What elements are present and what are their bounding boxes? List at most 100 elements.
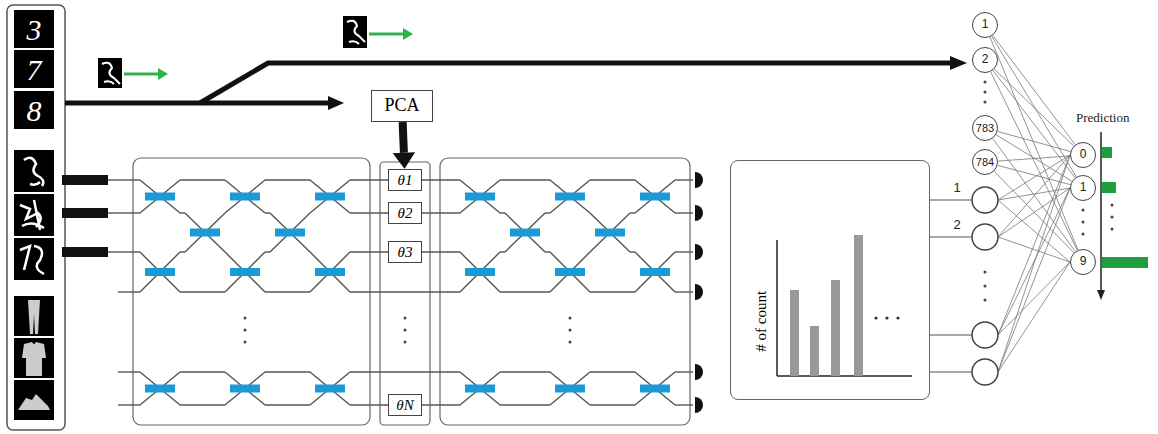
phase-shifter <box>640 193 670 201</box>
output-neuron: 9 <box>1070 249 1096 275</box>
waveguide <box>108 251 140 252</box>
phase-shifter <box>640 268 670 276</box>
connector-line <box>992 36 1077 177</box>
output-neuron: 0 <box>1070 142 1096 168</box>
connector-line <box>998 165 1071 184</box>
coupler <box>310 372 350 405</box>
coupler <box>635 180 675 213</box>
connector-line <box>994 69 1073 146</box>
phase-shifter <box>555 268 585 276</box>
histogram <box>777 235 912 376</box>
waveguide <box>675 251 693 252</box>
waveguide <box>500 404 550 405</box>
connector-line <box>993 139 1076 252</box>
dense-connection <box>994 69 1073 146</box>
phase-box: θ1 <box>388 169 422 192</box>
phase-shifter <box>315 193 345 201</box>
coupler <box>140 180 180 213</box>
ellipsis-dot <box>569 317 572 320</box>
ellipsis-dot <box>569 329 572 332</box>
waveguide <box>118 371 140 372</box>
coupler <box>635 252 675 292</box>
coupler <box>225 180 265 213</box>
waveguide <box>350 371 460 372</box>
coupler <box>460 180 500 213</box>
ellipsis-dot <box>569 341 572 344</box>
phase-shifter <box>190 229 220 237</box>
phase-shifter <box>555 193 585 201</box>
digit-glyph: 8 <box>27 94 42 127</box>
output-neuron: 1 <box>1070 175 1096 201</box>
waveguide <box>118 404 140 405</box>
ellipsis-dot <box>244 317 247 320</box>
histogram-panel: # of count <box>730 160 930 400</box>
detector <box>695 364 703 380</box>
node-label: 2 <box>982 53 989 66</box>
waveguide <box>500 371 550 372</box>
input-neuron: 2 <box>972 47 998 73</box>
coupler <box>185 213 225 252</box>
phase-box: θ3 <box>388 241 422 264</box>
detector <box>695 244 703 260</box>
phase-shifter <box>555 385 585 393</box>
thumbnail-arrow <box>98 16 413 88</box>
fiber <box>62 175 108 257</box>
hidden-neuron <box>972 187 998 385</box>
coupler <box>635 372 675 405</box>
digit-glyph: 3 <box>27 13 42 46</box>
coupler <box>310 372 350 405</box>
coupler <box>550 372 590 405</box>
waveguide <box>630 212 635 213</box>
coupler <box>505 213 545 252</box>
mesh-panel <box>440 158 690 425</box>
waveguide <box>675 371 693 372</box>
digit-image <box>14 50 54 88</box>
digit-glyph: 7 <box>27 53 42 86</box>
channel-number: 2 <box>953 218 960 232</box>
interferometer-mesh <box>108 172 703 413</box>
waveguide <box>350 291 460 292</box>
waveguide <box>108 179 140 180</box>
connector-line <box>998 156 1070 161</box>
waveguide <box>265 179 310 180</box>
digit-image <box>14 91 54 129</box>
ellipsis-dot <box>244 341 247 344</box>
coupler <box>140 372 180 405</box>
dense-connection <box>993 35 1075 144</box>
coupler <box>140 252 180 292</box>
character-images <box>14 150 54 280</box>
coupler <box>505 213 545 252</box>
waveguide <box>675 404 693 405</box>
axis-label: # of count <box>753 291 770 352</box>
waveguide <box>545 212 550 213</box>
waveguide <box>590 371 635 372</box>
node-label: 784 <box>976 156 994 168</box>
coupler <box>460 372 500 405</box>
detector <box>695 172 703 188</box>
coupler <box>635 372 675 405</box>
waveguide <box>500 251 505 252</box>
phase-shifter <box>315 385 345 393</box>
coupler <box>225 372 265 405</box>
waveguide <box>500 179 550 180</box>
coupler <box>550 252 590 292</box>
phase-shifter <box>465 268 495 276</box>
waveguide <box>265 212 270 213</box>
phase-shifter <box>145 268 175 276</box>
coupler <box>635 180 675 213</box>
coupler <box>550 180 590 213</box>
phase-box: θ2 <box>388 202 422 225</box>
waveguide <box>590 179 635 180</box>
phase-shifter <box>230 268 260 276</box>
coupler <box>310 252 350 292</box>
coupler <box>310 252 350 292</box>
coupler <box>550 252 590 292</box>
node-label: θ2 <box>398 205 413 222</box>
waveguide <box>545 251 550 252</box>
coupler <box>310 180 350 213</box>
node-label: 783 <box>976 122 994 134</box>
waveguide <box>180 404 225 405</box>
dense-connection <box>990 37 1078 250</box>
waveguide <box>180 251 185 252</box>
